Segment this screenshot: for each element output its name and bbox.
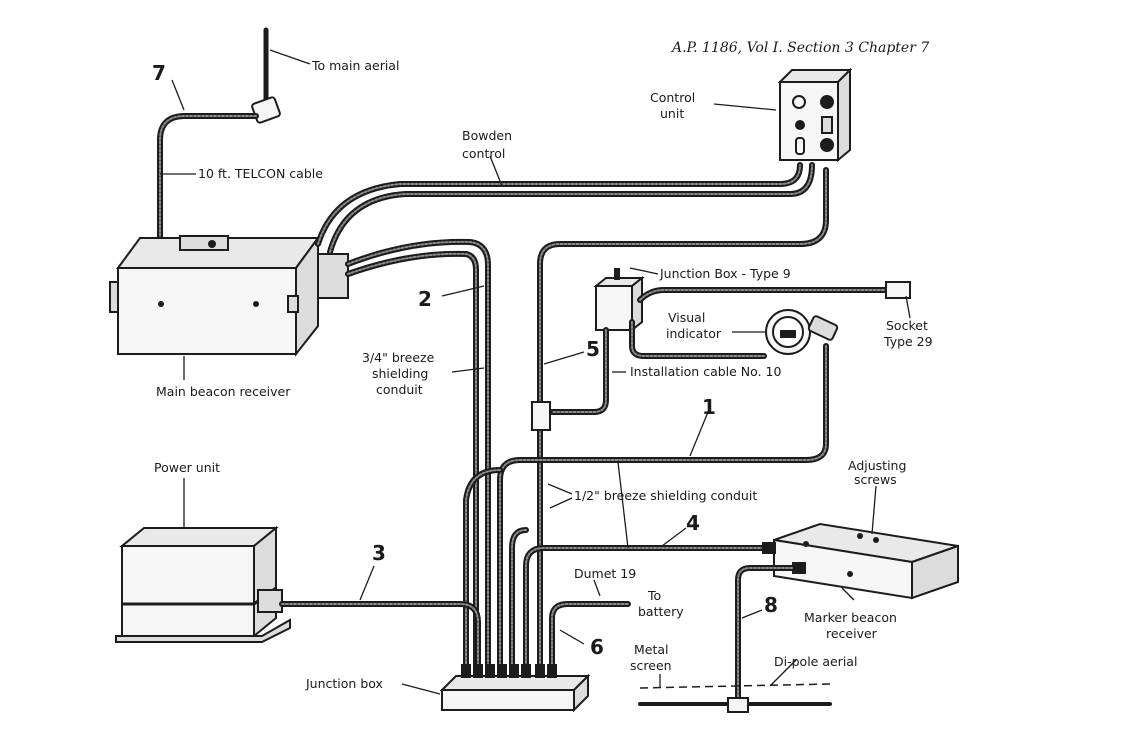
label-installation-cable: Installation cable No. 10 [630,364,781,379]
main-aerial [251,27,281,124]
label-visual-indicator-1: Visual [668,310,705,325]
cable-3 [279,601,481,671]
visual-indicator [765,309,839,355]
marker-beacon-receiver [762,522,959,600]
cable-number-4: 4 [686,511,700,535]
label-adjusting-screws-2: screws [854,472,897,487]
junction-box [439,664,591,713]
label-junction-box: Junction box [305,676,383,691]
socket-type29 [885,281,911,299]
cable-number-1: 1 [702,395,716,419]
cable-1 [497,343,829,671]
label-junction-box-type9: Junction Box - Type 9 [659,266,791,281]
label-bowden-2: control [462,146,505,161]
cable-number-6: 6 [590,635,604,659]
label-breeze12: 1/2" breeze shielding conduit [574,488,757,503]
label-breeze34-1: 3/4" breeze [362,350,435,365]
cable-number-8: 8 [764,593,778,617]
power-unit [115,525,291,643]
label-metal-screen-2: screen [630,658,672,673]
label-to-main-aerial: To main aerial [311,58,399,73]
label-control-unit-1: Control [650,90,695,105]
label-breeze34-3: conduit [376,382,423,397]
label-power-unit: Power unit [154,460,220,475]
label-socket-1: Socket [886,318,928,333]
main-beacon-receiver [109,234,349,357]
label-breeze34-2: shielding [372,366,428,381]
dipole-aerial [638,697,832,713]
label-dipole-aerial: Di-pole aerial [774,654,857,669]
cable-number-7: 7 [152,61,166,85]
header-reference: A.P. 1186, Vol I. Section 3 Chapter 7 [670,40,929,56]
label-dumet: Dumet 19 [574,566,636,581]
control-unit [777,67,853,163]
cable-8 [735,565,795,703]
cable-to-socket [637,287,889,303]
cable-number-5: 5 [586,337,600,361]
label-adjusting-screws-1: Adjusting [848,458,906,473]
label-marker-beacon-2: receiver [826,626,878,641]
label-control-unit-2: unit [660,106,684,121]
label-to-battery-2: battery [638,604,684,619]
label-metal-screen-1: Metal [634,642,669,657]
label-marker-beacon-1: Marker beacon [804,610,897,625]
bowden-control [315,162,803,247]
label-main-beacon-receiver: Main beacon receiver [156,384,291,399]
cable-7 [157,113,259,253]
label-visual-indicator-2: indicator [666,326,722,341]
label-socket-2: Type 29 [883,334,933,349]
metal-screen [639,683,831,689]
label-bowden-1: Bowden [462,128,512,143]
t-junction [531,401,551,431]
junction-box-type9 [593,268,645,333]
label-to-battery-1: To [647,588,661,603]
label-telcon-cable: 10 ft. TELCON cable [198,166,323,181]
cable-number-3: 3 [372,541,386,565]
cable-number-2: 2 [418,287,432,311]
